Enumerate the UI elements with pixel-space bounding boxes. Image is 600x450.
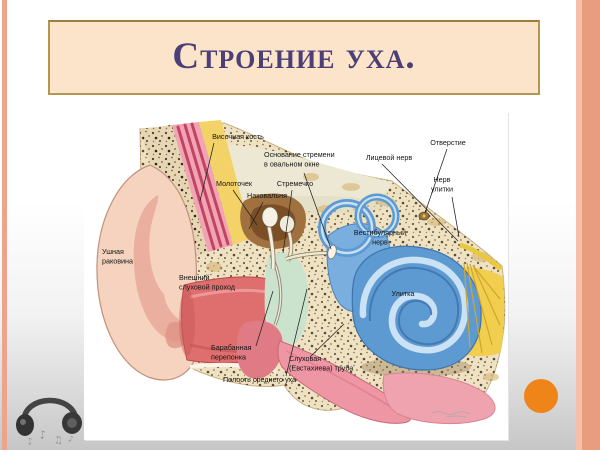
label-opening: Отверстие [430, 138, 466, 147]
label-eardrum: Барабанная [211, 343, 252, 352]
slide-title: Строение уха. [172, 36, 416, 77]
label-vestibular-nerve: Вестибулярный [354, 228, 406, 237]
svg-text:♪: ♪ [26, 437, 34, 447]
label-stapes: Стремечко [277, 179, 313, 188]
bone-opening [418, 211, 430, 221]
label-vestibular-nerve: нерв [372, 238, 388, 247]
nerve-fibres [463, 262, 501, 354]
label-eustachian-tube: (Евстахиева) труба [289, 364, 353, 373]
leader-incus [248, 201, 264, 230]
headphones-watermark: ♪ ♫ ♪ ♪ [16, 397, 82, 447]
label-eustachian-tube: Слуховая [289, 354, 321, 363]
label-auricle: Ушная [102, 247, 124, 256]
label-stapes-base-oval-window: Основание стремени [264, 150, 335, 159]
slide-title-box: Строение уха. [48, 20, 540, 95]
label-cochlear-nerve: Нерв [433, 175, 450, 184]
leader-malleus [232, 189, 258, 226]
label-temporal-bone: Височная кость [212, 132, 264, 141]
label-auricle: раковина [102, 257, 133, 266]
leader-facial-nerve [381, 163, 459, 242]
svg-text:♪: ♪ [68, 434, 75, 444]
leader-stapes [282, 189, 293, 254]
headphones-icon [16, 397, 82, 436]
svg-text:♫: ♫ [53, 435, 63, 447]
leader-eardrum [255, 290, 274, 347]
orange-accent-circle [524, 379, 558, 413]
music-notes-icon: ♪ ♫ ♪ ♪ [26, 428, 74, 447]
leader-eustachian-tube [309, 323, 345, 358]
artist-signature [431, 411, 471, 418]
label-malleus: Молоточек [216, 179, 253, 188]
oval-window [327, 244, 337, 260]
right-edge-stripe [573, 0, 600, 450]
label-stapes-base-oval-window: в овальном окне [264, 160, 320, 169]
leader-opening [424, 148, 448, 214]
leader-middle-ear-cavity [285, 288, 308, 377]
label-facial-nerve: Лицевой нерв [366, 153, 412, 162]
svg-text:♪: ♪ [38, 428, 48, 442]
label-cochlear-nerve: улитки [431, 185, 453, 194]
label-cochlea: Улитка [392, 289, 415, 298]
leader-cochlear-nerve [451, 196, 460, 238]
label-external-auditory-canal: Внешний [179, 273, 210, 282]
leader-temporal-bone [199, 142, 215, 202]
muscle-stripes [176, 122, 230, 251]
left-edge-stripe [2, 0, 7, 450]
label-external-auditory-canal: слуховой проход [179, 283, 236, 292]
label-incus: Наковальня [247, 191, 287, 200]
label-eardrum: перепонка [211, 353, 246, 362]
cochlea-spiral [351, 245, 482, 377]
label-middle-ear-cavity: Полость среднего уха [223, 375, 296, 384]
eustachian-tube-region [236, 320, 496, 425]
leader-stapes-base-oval-window [303, 172, 332, 250]
